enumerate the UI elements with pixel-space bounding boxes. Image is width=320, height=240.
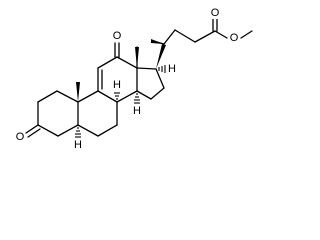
bond-c3-o-b — [27, 128, 41, 138]
atom-o-c12-ketone: O — [113, 30, 122, 42]
bond-c15-c16 — [150, 87, 165, 100]
stereo-bonds — [75, 39, 166, 138]
hash-c5-h — [75, 127, 81, 138]
atom-o-c3-ketone: O — [16, 131, 25, 143]
bond-c17-c13 — [136, 67, 157, 70]
bond-c16-c17 — [155, 68, 165, 89]
hash-c8-h — [114, 92, 120, 100]
bond-c23-c24 — [194, 30, 216, 43]
bond-c14-c8 — [116, 90, 138, 103]
atom-o-ester-ether: O — [230, 32, 239, 44]
hash-c17-h — [158, 65, 166, 73]
bond-c7-c6 — [97, 124, 118, 137]
atom-h-c8: H — [113, 79, 121, 91]
bond-c24-oether — [214, 30, 228, 39]
bond-oether-ch3 — [240, 30, 253, 39]
wedge-c20-methyl — [151, 39, 164, 44]
atom-h-c5: H — [74, 139, 82, 151]
wedge-c10-methyl — [76, 82, 80, 102]
bond-c3-o-a — [25, 124, 39, 134]
atom-o-ester-carbonyl: O — [211, 7, 220, 19]
chemical-structure: O O O O H H H H — [15, 7, 253, 151]
hash-c14-h — [134, 93, 140, 104]
atom-h-c14: H — [133, 105, 141, 117]
wedge-c13-methyl — [135, 47, 139, 68]
bond-c1-c10 — [56, 90, 79, 103]
bond-c9-c8 — [97, 90, 118, 103]
atom-labels: O O O O H H H H — [15, 7, 239, 151]
wedge-c17-c20 — [156, 44, 166, 69]
bond-c10-c9 — [77, 90, 99, 103]
bond-c14-c15 — [136, 90, 152, 100]
bond-c6-c5 — [77, 124, 99, 137]
bond-c11-c12 — [97, 56, 118, 69]
bond-c12-c13 — [116, 56, 138, 69]
bond-c20-c22 — [163, 29, 176, 45]
atom-h-c17: H — [168, 63, 176, 75]
bond-c22-c23 — [174, 29, 196, 43]
bond-c4-c3 — [37, 124, 59, 137]
bond-lines — [25, 18, 253, 138]
bond-c1-c2 — [37, 90, 58, 103]
bond-c5-c4 — [57, 124, 79, 137]
